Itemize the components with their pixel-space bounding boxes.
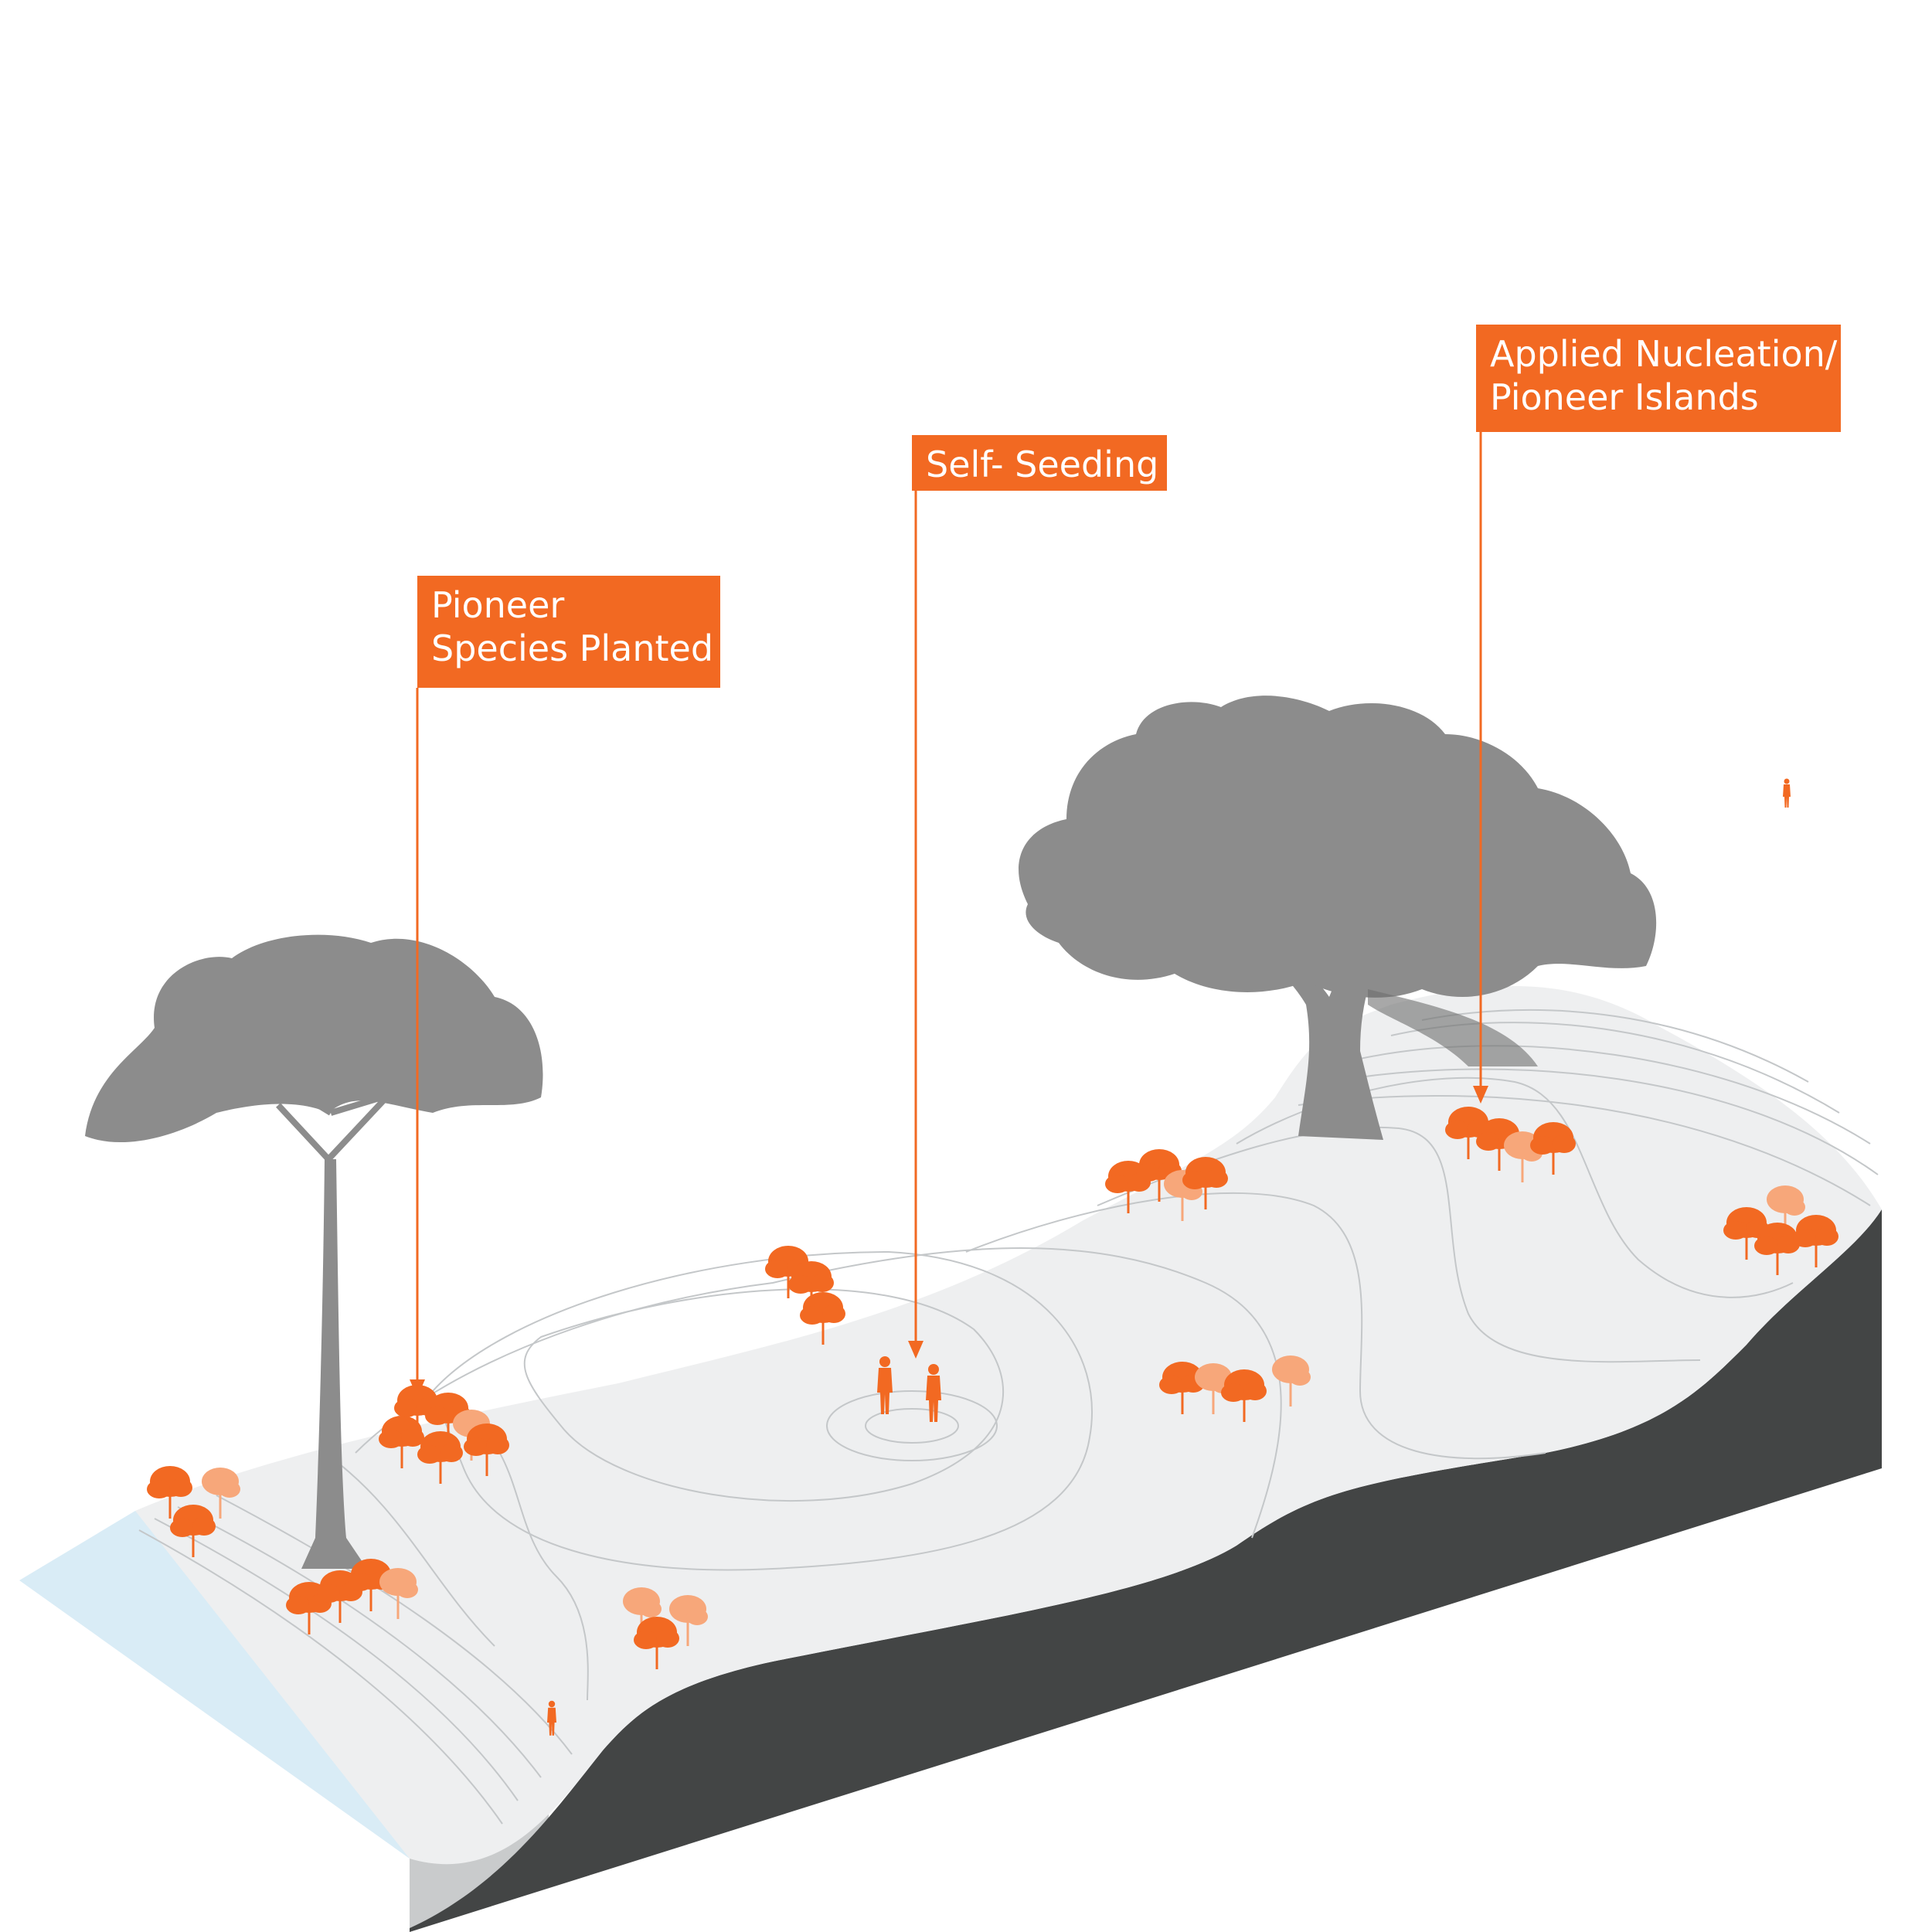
callout-line: Pioneer Islands	[1490, 376, 1759, 418]
terrain-side	[410, 1209, 1882, 1932]
spreading-tree-icon	[1019, 696, 1657, 1140]
callout-line: Pioneer	[431, 584, 565, 626]
callout-self-seeding: Self- Seeding	[912, 435, 1167, 491]
callout-line: Species Planted	[431, 628, 714, 669]
callout-line: Self- Seeding	[926, 444, 1159, 485]
callout-applied-nucleation: Applied Nucleation/ Pioneer Islands	[1476, 325, 1841, 432]
terrain-top	[135, 986, 1882, 1865]
person-icon-far	[1783, 778, 1791, 808]
tall-canopy-tree-icon	[85, 934, 543, 1569]
callout-line: Applied Nucleation/	[1490, 333, 1838, 375]
callout-leaders	[410, 432, 1488, 1397]
callout-pioneer-species-planted: Pioneer Species Planted	[417, 576, 720, 688]
